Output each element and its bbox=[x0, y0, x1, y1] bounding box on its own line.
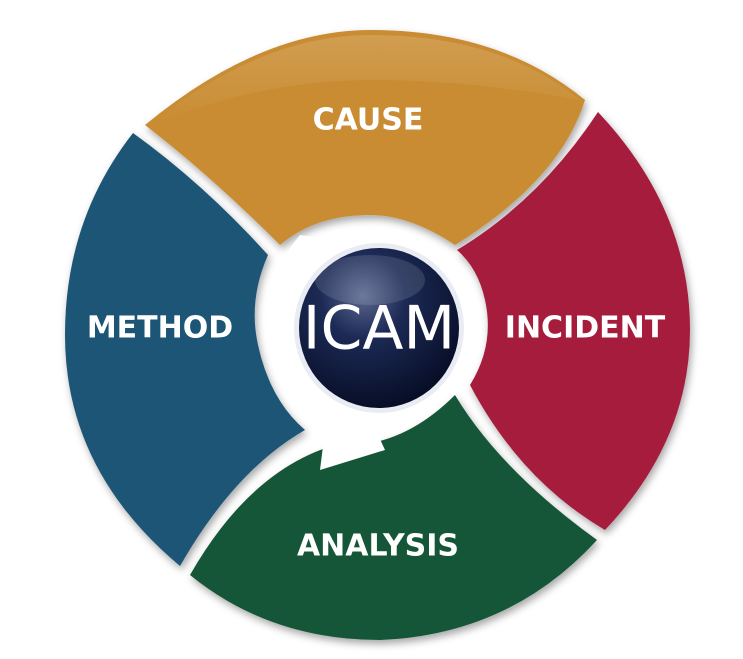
segment-label-analysis: ANALYSIS bbox=[297, 529, 459, 564]
segment-analysis bbox=[190, 395, 597, 640]
segment-gloss bbox=[150, 35, 580, 125]
icam-hub: ICAM bbox=[294, 243, 464, 413]
curved-arrow-icon bbox=[266, 235, 385, 470]
segment-label-method: METHOD bbox=[87, 311, 233, 346]
segment-label-cause: CAUSE bbox=[313, 103, 424, 138]
segment-method bbox=[65, 133, 305, 566]
hub-label: ICAM bbox=[303, 294, 455, 364]
segment-incident bbox=[457, 112, 690, 530]
segment-ring bbox=[65, 30, 690, 640]
segment-label-incident: INCIDENT bbox=[505, 311, 666, 346]
